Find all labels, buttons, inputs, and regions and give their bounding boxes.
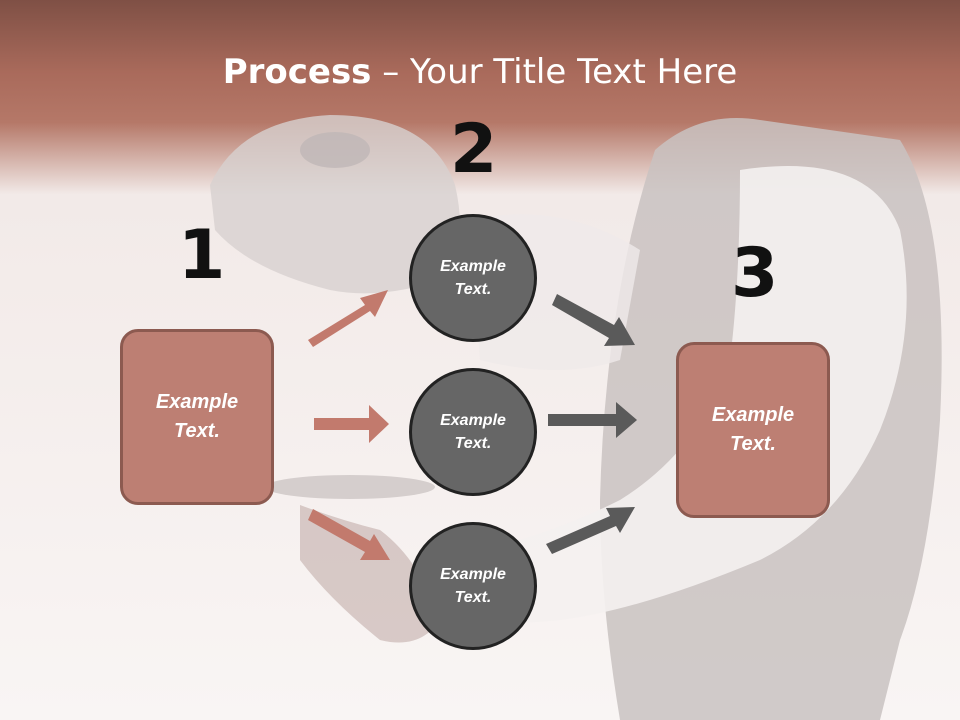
step-number-1: 1 (178, 216, 226, 295)
step-circle-3-text: Example Text. (440, 566, 506, 606)
step-box-1-text: Example Text. (155, 391, 239, 442)
step-circle-1-text: Example Text. (440, 258, 506, 298)
arrow-to-circle-1 (308, 290, 388, 347)
step-circle-1: Example Text. (409, 214, 537, 342)
step-circle-2: Example Text. (409, 368, 537, 496)
title-rest: – Your Title Text Here (371, 52, 738, 92)
title-bold: Process (222, 52, 372, 92)
waiter-hand (300, 505, 440, 643)
arrow-from-circle-2 (548, 402, 637, 438)
step-box-3: Example Text. (676, 342, 830, 518)
cloche-knob (300, 132, 370, 168)
slide-title: Process – Your Title Text Here (0, 52, 960, 92)
arrow-to-circle-2 (314, 405, 389, 443)
arrow-from-circle-1 (552, 294, 635, 346)
step-box-3-text: Example Text. (711, 404, 795, 455)
step-number-3: 3 (731, 234, 779, 313)
cloche-dome (210, 115, 460, 294)
step-box-1: Example Text. (120, 329, 274, 505)
step-number-2: 2 (450, 110, 498, 189)
step-circle-2-text: Example Text. (440, 412, 506, 452)
step-circle-3: Example Text. (409, 522, 537, 650)
serving-tray (265, 475, 435, 499)
arrow-to-circle-3 (308, 509, 390, 560)
arrow-from-circle-3 (546, 507, 635, 554)
